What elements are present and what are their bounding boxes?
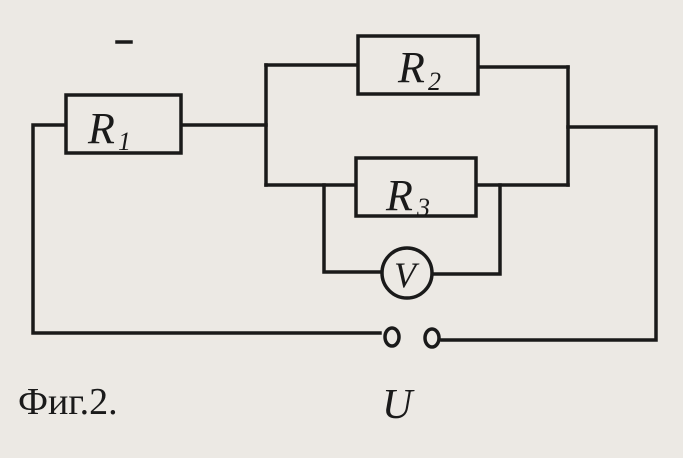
resistor-r1: R 1 bbox=[64, 93, 183, 156]
wire-left-loop bbox=[31, 123, 382, 335]
resistor-r2: R 2 bbox=[356, 34, 480, 96]
r2-letter: R bbox=[397, 43, 425, 92]
figure-caption: Фиг.2. bbox=[18, 381, 118, 423]
voltmeter: V bbox=[380, 246, 434, 300]
r1-letter: R bbox=[87, 104, 115, 153]
wire-right-loop bbox=[440, 125, 658, 342]
r3-letter: R bbox=[385, 171, 413, 220]
wire-voltmeter-right bbox=[430, 183, 502, 276]
resistor-r3: R 3 bbox=[354, 156, 478, 222]
voltmeter-symbol: V bbox=[394, 255, 420, 295]
r3-subscript: 3 bbox=[416, 193, 430, 222]
r1-subscript: 1 bbox=[118, 127, 131, 156]
terminal-right bbox=[423, 327, 441, 349]
terminals bbox=[383, 326, 441, 349]
r2-subscript: 2 bbox=[428, 67, 441, 96]
voltage-label: U bbox=[382, 382, 415, 428]
terminal-left bbox=[383, 326, 401, 348]
wire-voltmeter-left bbox=[322, 183, 384, 274]
